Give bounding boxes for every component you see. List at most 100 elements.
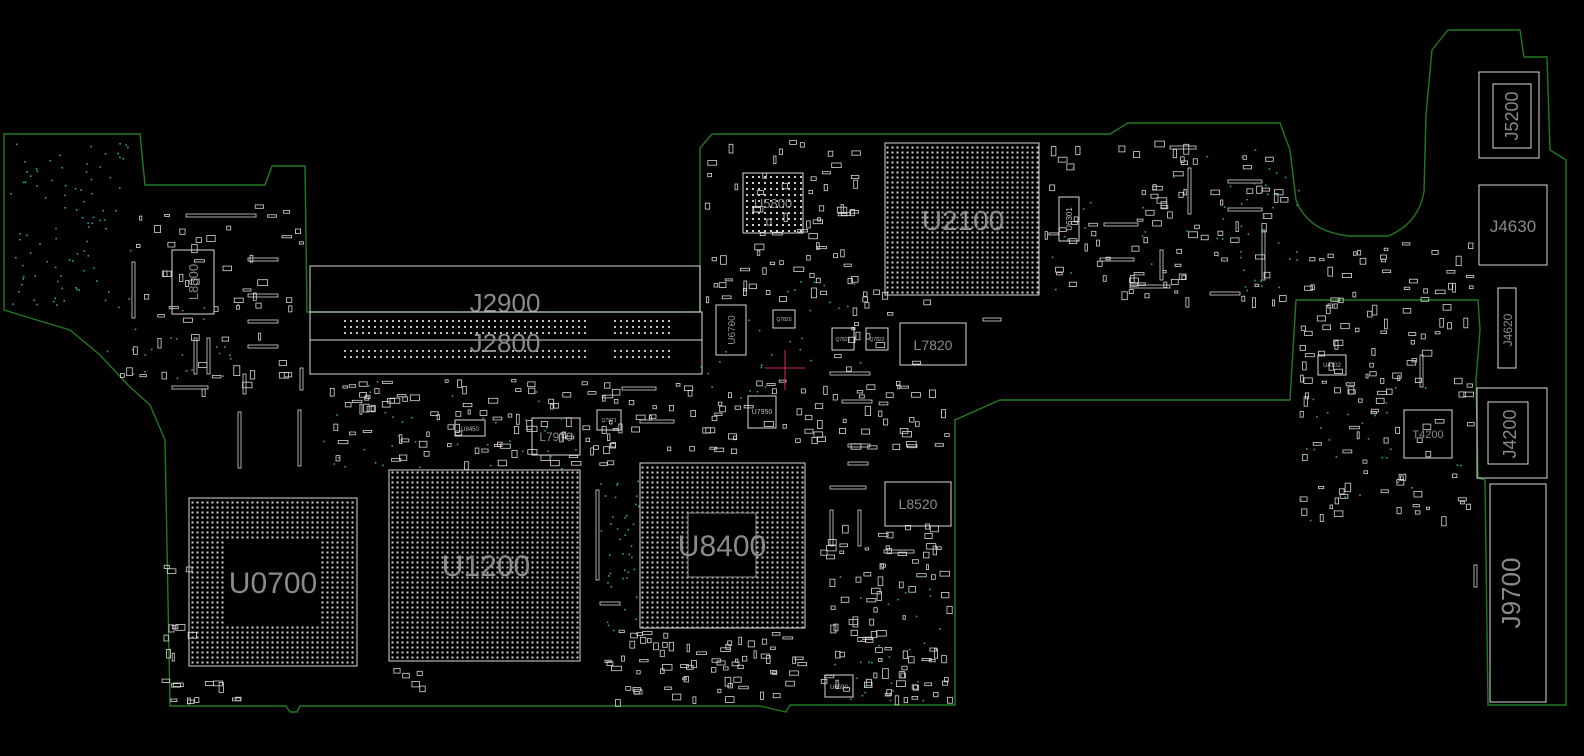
smd-part [836,206,848,213]
smd-part [829,371,871,376]
ic-u6590[interactable]: U6590 [824,674,854,698]
ic-u1200[interactable]: U1200 [388,469,581,662]
ic-u6700[interactable]: U6700 [715,304,747,356]
smd-part [728,143,734,154]
smd-part [734,405,741,410]
smd-part [873,672,878,679]
smd-part [884,647,892,651]
via [15,256,17,259]
smd-part [855,331,861,341]
via [81,216,84,219]
connector-j9700[interactable]: J9700 [1489,483,1547,703]
via [509,440,511,442]
smd-part [204,681,214,687]
via [1243,269,1245,271]
smd-part [720,647,731,652]
smd-part [947,696,953,704]
smd-part [1156,197,1168,204]
inductor-l7820[interactable]: L7820 [899,322,967,366]
via [535,391,538,393]
smd-part [1363,470,1368,475]
via [85,171,88,173]
connector-j2800[interactable]: J2800 [309,311,703,375]
smd-part [298,241,304,245]
via [456,443,459,446]
ic-u4102[interactable]: U4102 [1317,354,1347,376]
via [1084,227,1086,229]
via [176,338,178,340]
inductor-l8300[interactable]: L8300 [171,249,215,315]
smd-part [856,390,864,394]
via [897,598,899,601]
smd-part [1340,322,1350,330]
smd-part [944,433,950,437]
via [1313,448,1316,451]
smd-part [1265,156,1274,162]
smd-part [1160,204,1169,210]
via [1261,252,1263,255]
smd-part [281,235,292,239]
smd-part [1375,397,1385,404]
smd-part [1071,220,1078,226]
smd-part [772,693,781,699]
via [760,364,763,366]
connector-j2900[interactable]: J2900 [309,265,701,318]
ic-u5800[interactable]: U5800 [742,172,804,234]
smd-part [526,425,538,433]
smd-part [728,433,738,440]
smd-part [511,378,517,383]
transformer-t4200[interactable]: T4200 [1403,409,1453,459]
smd-part [1159,249,1164,281]
via [1309,519,1312,522]
connector-j4200[interactable]: J4200 [1476,387,1548,479]
smd-part [618,423,623,434]
smd-part [926,543,937,550]
ic-u7950[interactable]: U7950 [747,395,777,429]
via [789,340,791,343]
via [919,576,921,578]
inductor-l7970[interactable]: L7970 [531,417,581,456]
inductor-l8520[interactable]: L8520 [884,481,952,527]
via [622,553,624,555]
smd-part [1169,145,1197,150]
via [639,538,642,541]
connector-j4630[interactable]: J4630 [1478,184,1548,266]
via [823,284,825,287]
via [1241,156,1244,158]
via [1424,387,1427,389]
ic-u8400[interactable]: U8400 [639,462,806,629]
ic-u2100[interactable]: U2100 [884,142,1040,296]
smd-part [1299,344,1306,351]
smd-part [1325,304,1331,314]
ic-u0700[interactable]: U0700 [188,497,358,667]
smd-part [851,150,861,156]
via [418,466,421,468]
smd-part [827,539,837,546]
ic-u6301[interactable]: U6301 [1058,196,1080,242]
smd-part [692,696,697,704]
fet-q7820[interactable]: Q7820 [772,309,796,329]
fet-q7971[interactable]: Q7971 [596,409,622,431]
smd-part [659,649,665,658]
smd-part [1145,209,1155,216]
via [92,216,95,219]
connector-j5200[interactable]: J5200 [1478,71,1540,159]
smd-part [1299,410,1304,418]
connector-j4620[interactable]: J4620 [1497,287,1517,369]
fet-q7821[interactable]: Q7821 [831,327,855,351]
smd-part [1105,256,1111,261]
smd-part [1473,564,1478,588]
smd-part [1121,291,1128,301]
smd-part [1305,392,1309,400]
via [619,538,621,541]
smd-part [760,691,764,700]
smd-part [1341,272,1353,278]
smd-part [182,317,193,323]
smd-part [232,697,242,702]
via [369,391,372,393]
via [730,323,733,325]
smd-part [1452,282,1456,293]
smd-part [1353,251,1357,256]
label-u1200: U1200 [442,550,530,583]
smd-part [497,459,507,467]
